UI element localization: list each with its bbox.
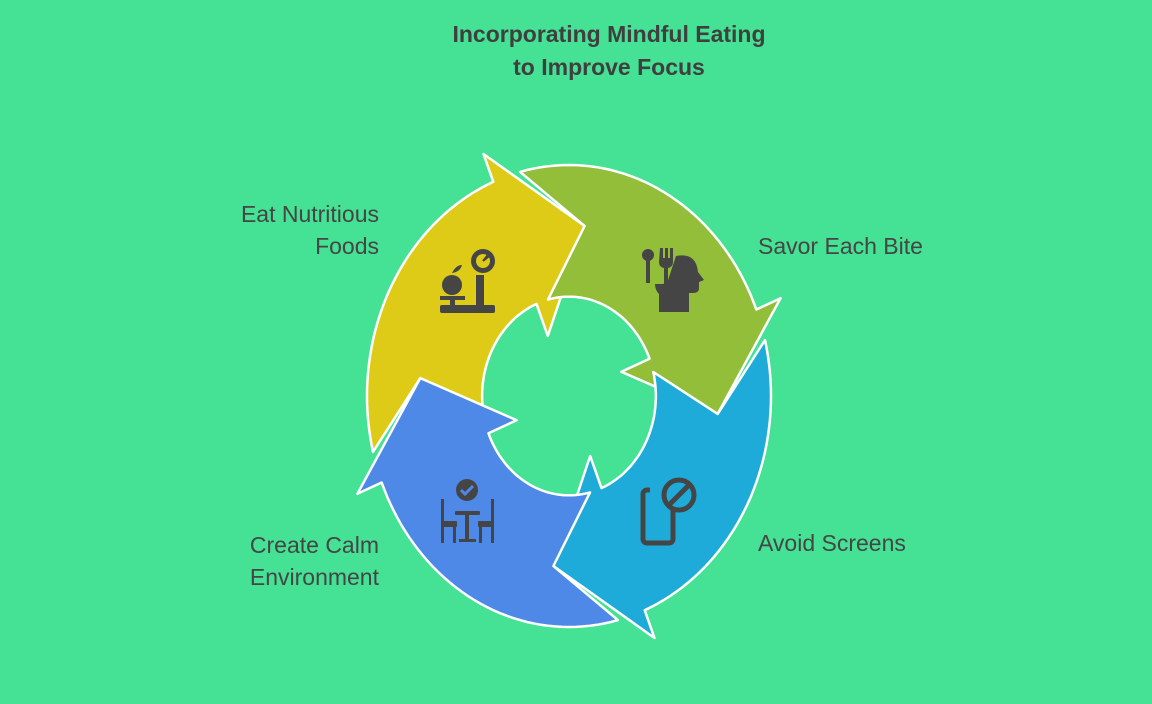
step-label-eat-nutritious-foods: Eat Nutritious Foods [180,198,379,262]
step-label-savor-each-bite: Savor Each Bite [758,233,923,259]
apple-scale-icon [440,249,495,313]
step-label-line: Create Calm [249,532,379,558]
step-label-line: Eat Nutritious [240,201,379,227]
step-label-line: Foods [315,233,379,259]
step-label-create-calm-environment: Create Calm Environment [180,529,379,593]
cycle-arrow-savor-each-bite [518,163,782,416]
title-line-1: Incorporating Mindful Eating [452,21,766,47]
head-with-utensils-icon [642,248,704,312]
title-line-2: to Improve Focus [513,54,705,80]
step-label-avoid-screens: Avoid Screens [758,530,906,556]
phone-prohibited-icon [640,477,697,546]
step-label-line: Environment [249,564,379,590]
table-chairs-check-icon [441,479,494,543]
cycle-arrow-create-calm-environment [356,376,620,629]
diagram-title: Incorporating Mindful Eating to Improve … [0,18,1152,84]
